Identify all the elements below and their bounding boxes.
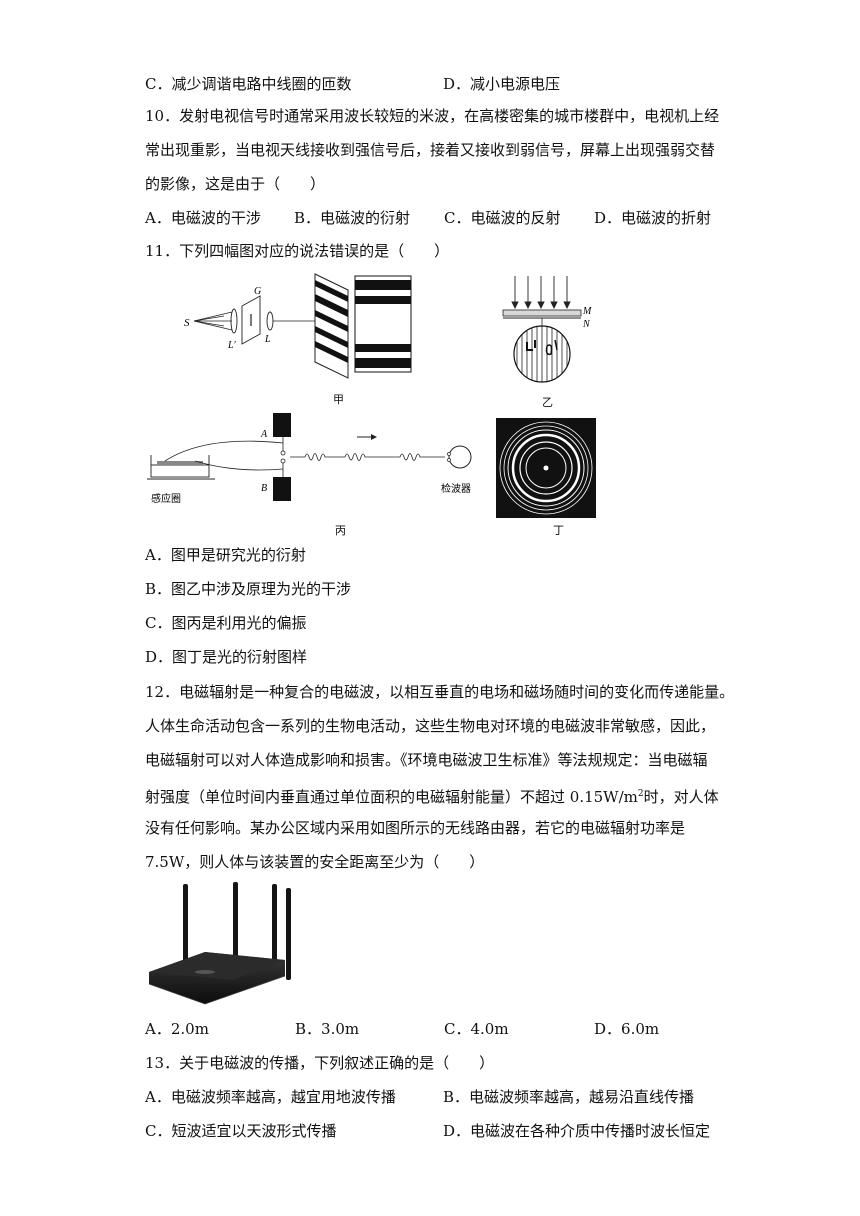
antenna-3 xyxy=(272,884,277,970)
figure-yi: M N xyxy=(502,276,592,383)
q13-option-c: C．短波适宜以天波形式传播 xyxy=(145,1122,337,1140)
q9-option-c: C．减少调谐电路中线圈的匝数 xyxy=(145,75,352,93)
q10-option-b: B．电磁波的衍射 xyxy=(294,209,411,227)
q11-option-d: D．图丁是光的衍射图样 xyxy=(145,648,308,666)
q12-stem-line1: 12．电磁辐射是一种复合的电磁波，以相互垂直的电场和磁场随时间的变化而传递能量。 xyxy=(145,683,735,701)
q12-stem-line5: 没有任何影响。某办公区域内采用如图所示的无线路由器，若它的电磁辐射功率是 xyxy=(145,819,686,837)
incident-arrows xyxy=(511,276,571,310)
caption-bing: 丙 xyxy=(335,524,346,537)
central-spot xyxy=(543,465,549,471)
q11-option-c: C．图丙是利用光的偏振 xyxy=(145,614,307,632)
q12-stem-line2: 人体生命活动包含一系列的生物电活动，这些生物电对环境的电磁波非常敏感，因此， xyxy=(145,717,716,735)
q12-option-d: D．6.0m xyxy=(594,1020,660,1038)
em-wave xyxy=(290,453,445,461)
q12-stem-line4: 射强度（单位时间内垂直通过单位面积的电磁辐射能量）不超过 0.15W/m2时，对… xyxy=(145,788,719,806)
induction-coil xyxy=(147,455,215,480)
diffraction-fringes xyxy=(354,275,412,373)
caption-ding: 丁 xyxy=(553,524,564,537)
plate-m xyxy=(502,309,582,317)
q12-option-c: C．4.0m xyxy=(444,1020,509,1038)
q11-stem: 11．下列四幅图对应的说法错误的是（ ） xyxy=(145,242,450,260)
q13-option-a: A．电磁波频率越高，越宜用地波传播 xyxy=(145,1088,396,1106)
slit-g xyxy=(241,295,261,345)
q12-option-b: B．3.0m xyxy=(295,1020,360,1038)
light-rays xyxy=(193,311,233,331)
lens-l xyxy=(266,311,274,331)
q10-option-d: D．电磁波的折射 xyxy=(594,209,712,227)
label-g: G xyxy=(254,286,261,297)
ring-pattern xyxy=(499,421,593,515)
q10-stem-line3: 的影像，这是由于（ ） xyxy=(145,175,326,193)
electrode-a xyxy=(273,413,291,437)
q13-option-b: B．电磁波频率越高，越易沿直线传播 xyxy=(443,1088,695,1106)
lens-l-prime xyxy=(230,308,238,334)
q12-stem-line3: 电磁辐射可以对人体造成影响和损害。《环境电磁波卫生标准》等法规规定：当电磁辐 xyxy=(145,751,708,769)
router-logo xyxy=(195,970,215,974)
caption-yi: 乙 xyxy=(542,396,553,409)
figure-jia: S L′ G L xyxy=(184,273,412,379)
label-s: S xyxy=(184,317,190,329)
q10-option-a: A．电磁波的干涉 xyxy=(145,209,261,227)
label-detector: 检波器 xyxy=(441,482,471,495)
antenna-4 xyxy=(286,888,291,980)
antenna-2 xyxy=(233,882,238,966)
label-a: A xyxy=(260,429,268,440)
label-n: N xyxy=(582,319,591,330)
label-b: B xyxy=(261,483,267,494)
figure-ding xyxy=(496,418,596,518)
detector-ring xyxy=(448,445,472,469)
router-image xyxy=(148,882,291,1005)
caption-jia: 甲 xyxy=(333,393,344,406)
q13-stem: 13．关于电磁波的传播，下列叙述正确的是（ ） xyxy=(145,1054,495,1072)
q11-option-b: B．图乙中涉及原理为光的干涉 xyxy=(145,580,352,598)
q12-option-a: A．2.0m xyxy=(145,1020,209,1038)
q13-option-d: D．电磁波在各种介质中传播时波长恒定 xyxy=(443,1122,711,1140)
label-l-prime: L′ xyxy=(227,340,237,351)
figure-bing: 感应圈 A B 检波器 xyxy=(147,413,472,505)
q9-option-d: D．减小电源电压 xyxy=(443,75,561,93)
label-m: M xyxy=(582,306,592,317)
antenna-1 xyxy=(183,884,188,964)
label-l: L xyxy=(264,334,271,345)
q10-option-c: C．电磁波的反射 xyxy=(444,209,561,227)
q11-option-a: A．图甲是研究光的衍射 xyxy=(145,546,306,564)
q12-stem-line6: 7.5W，则人体与该装置的安全距离至少为（ ） xyxy=(145,853,485,871)
striped-screen xyxy=(314,273,349,379)
interference-stripes xyxy=(514,326,570,382)
q10-stem-line1: 10．发射电视信号时通常采用波长较短的米波，在高楼密集的城市楼群中，电视机上经 xyxy=(145,107,720,125)
label-coil: 感应圈 xyxy=(151,492,181,505)
q10-stem-line2: 常出现重影，当电视天线接收到强信号后，接着又接收到弱信号，屏幕上出现强弱交替 xyxy=(145,141,716,159)
electrode-b xyxy=(273,477,291,501)
